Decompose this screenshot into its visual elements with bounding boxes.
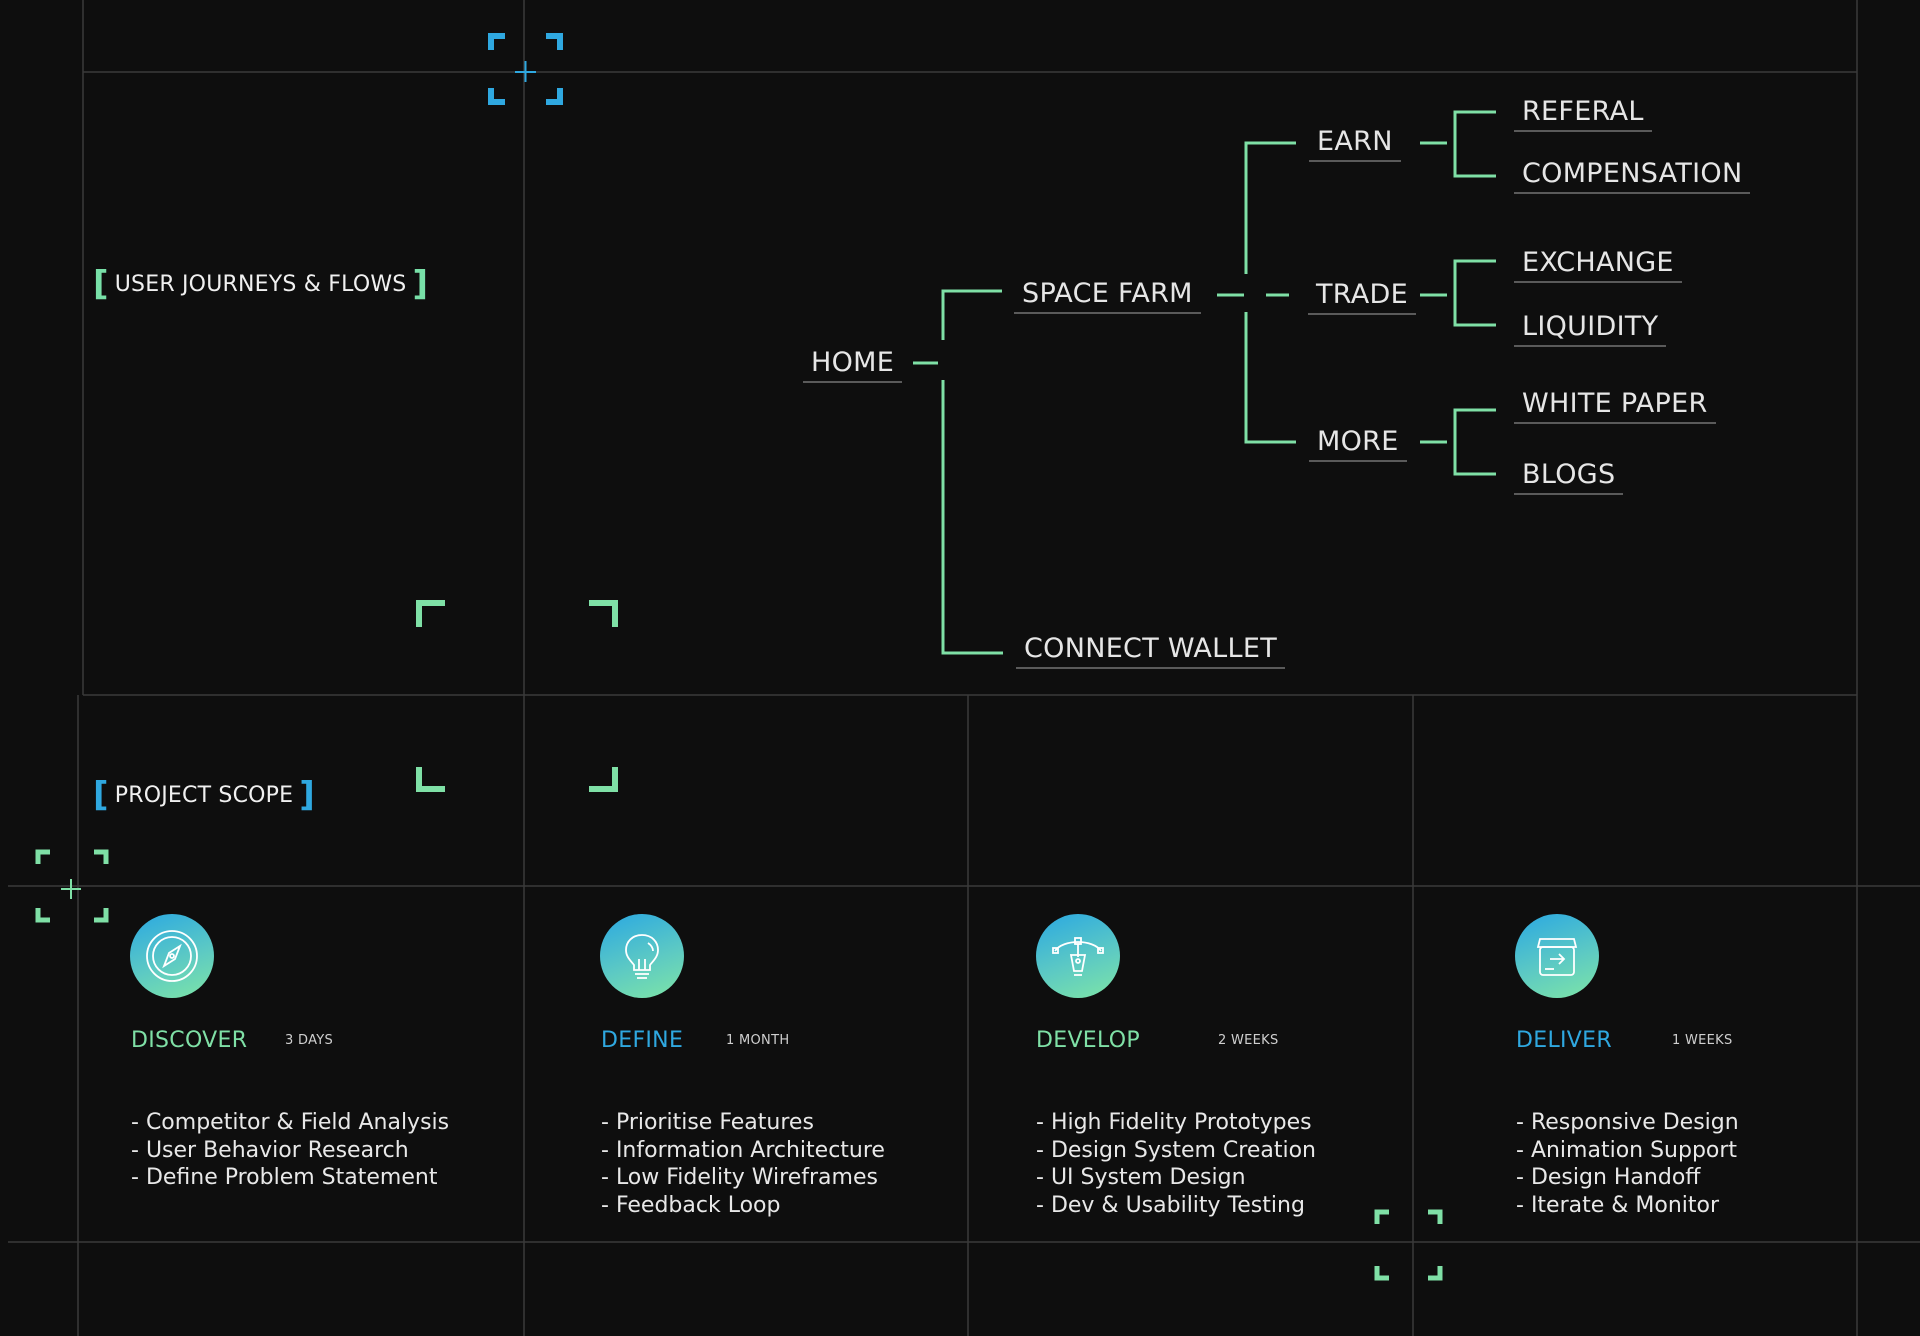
node-blogs: BLOGS	[1514, 460, 1624, 495]
node-trade: TRADE	[1308, 280, 1416, 315]
phase-duration-define: 1 MONTH	[726, 1033, 790, 1048]
label-bracket-left: [	[93, 264, 109, 304]
compass-icon	[130, 914, 214, 998]
label-bracket-right: ]	[412, 264, 429, 304]
phase-title-define: DEFINE	[601, 1028, 684, 1053]
node-exchange: EXCHANGE	[1514, 248, 1682, 283]
task-item: Animation Support	[1516, 1137, 1739, 1165]
user-journeys-text: USER JOURNEYS & FLOWS	[114, 271, 407, 297]
phase-duration-deliver: 1 WEEKS	[1672, 1033, 1733, 1048]
flow-connectors	[913, 110, 1496, 655]
task-item: Dev & Usability Testing	[1036, 1192, 1316, 1220]
task-item: Iterate & Monitor	[1516, 1192, 1739, 1220]
label-bracket-right: ]	[299, 775, 315, 815]
crosshair-plus-top	[515, 61, 536, 82]
task-item: Feedback Loop	[601, 1192, 885, 1220]
node-liquidity: LIQUIDITY	[1514, 312, 1667, 347]
node-connect-wallet: CONNECT WALLET	[1016, 634, 1286, 669]
task-item: Responsive Design	[1516, 1109, 1739, 1137]
grid-lines	[8, 0, 1920, 1336]
phase-tasks-discover: Competitor & Field Analysis User Behavio…	[131, 1109, 449, 1192]
node-more: MORE	[1309, 427, 1407, 462]
node-compensation: COMPENSATION	[1514, 159, 1751, 194]
phase-duration-develop: 2 WEEKS	[1218, 1033, 1279, 1048]
crosshair-marker-left	[35, 849, 109, 923]
task-item: Define Problem Statement	[131, 1164, 449, 1192]
lightbulb-icon	[600, 914, 684, 998]
label-bracket-left: [	[93, 775, 109, 815]
viewfinder-marker-bottom	[1374, 1209, 1443, 1281]
phase-tasks-deliver: Responsive Design Animation Support Desi…	[1516, 1109, 1739, 1219]
task-item: Design Handoff	[1516, 1164, 1739, 1192]
user-journeys-label: [ USER JOURNEYS & FLOWS ]	[93, 267, 428, 301]
crosshair-plus-left	[61, 879, 81, 899]
viewfinder-marker-middle	[416, 600, 618, 792]
task-item: Low Fidelity Wireframes	[601, 1164, 885, 1192]
phase-title-deliver: DELIVER	[1516, 1028, 1612, 1053]
task-item: Prioritise Features	[601, 1109, 885, 1137]
phase-duration-discover: 3 DAYS	[285, 1033, 334, 1048]
crosshair-marker-top	[488, 33, 563, 105]
phase-title-develop: DEVELOP	[1036, 1028, 1140, 1053]
phase-title-discover: DISCOVER	[131, 1028, 248, 1053]
node-white-paper: WHITE PAPER	[1514, 389, 1716, 424]
task-item: Information Architecture	[601, 1137, 885, 1165]
phase-tasks-define: Prioritise Features Information Architec…	[601, 1109, 885, 1219]
node-earn: EARN	[1309, 127, 1401, 162]
task-item: Competitor & Field Analysis	[131, 1109, 449, 1137]
task-item: User Behavior Research	[131, 1137, 449, 1165]
node-referal: REFERAL	[1514, 97, 1652, 132]
task-item: High Fidelity Prototypes	[1036, 1109, 1316, 1137]
box-arrow-icon	[1515, 914, 1599, 998]
node-space-farm: SPACE FARM	[1014, 279, 1201, 314]
project-scope-label: [ PROJECT SCOPE ]	[93, 778, 315, 812]
task-item: UI System Design	[1036, 1164, 1316, 1192]
phase-tasks-develop: High Fidelity Prototypes Design System C…	[1036, 1109, 1316, 1219]
pen-tool-icon	[1036, 914, 1120, 998]
node-home: HOME	[803, 348, 903, 383]
task-item: Design System Creation	[1036, 1137, 1316, 1165]
project-scope-text: PROJECT SCOPE	[114, 782, 294, 808]
